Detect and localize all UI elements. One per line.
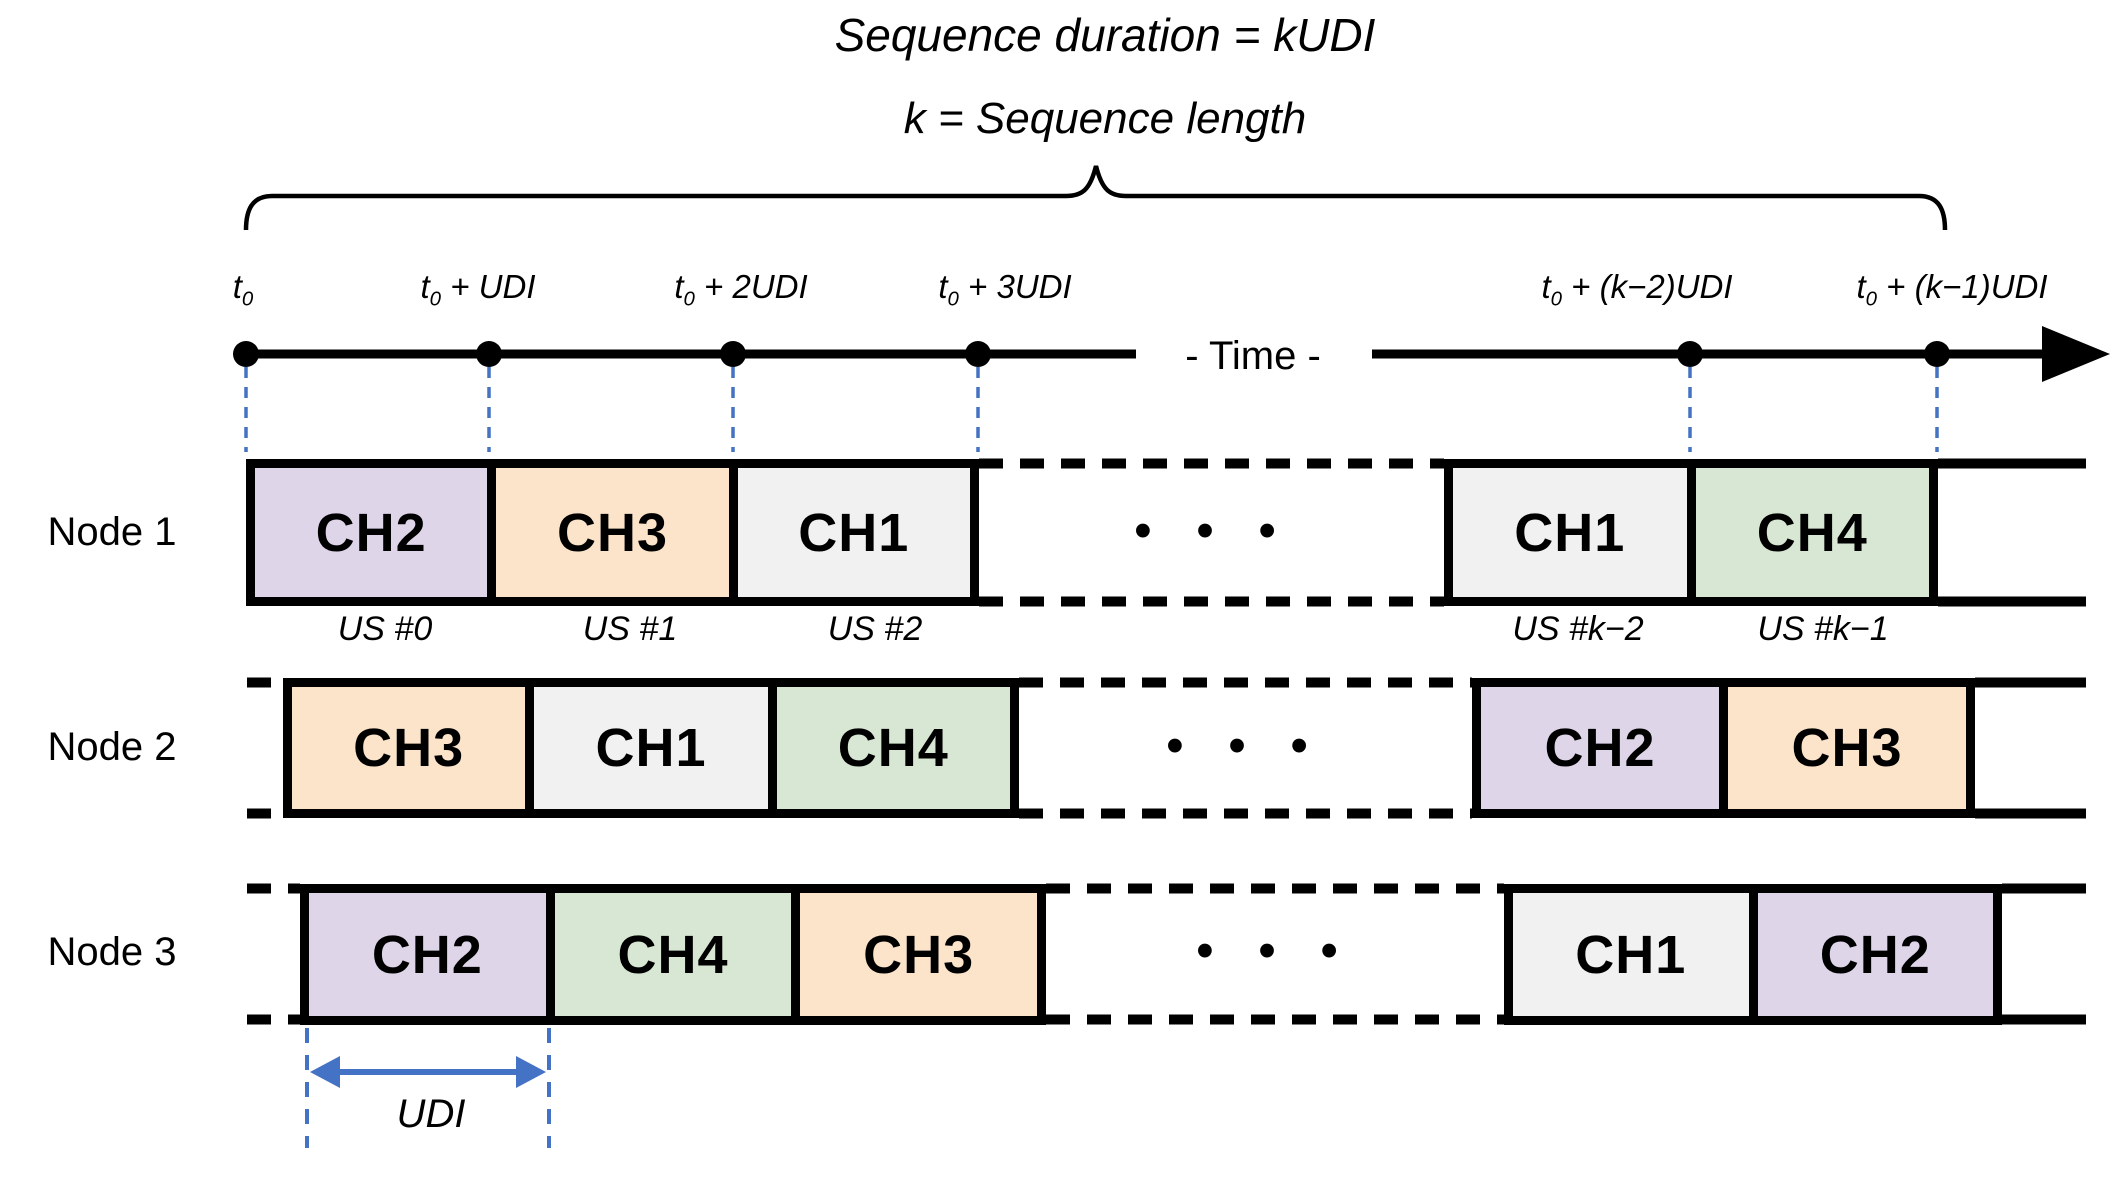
node3-slot-us0: CH2 [309,893,555,1016]
time-axis-label: - Time - [1185,334,1321,378]
node2-ellipsis: • • • [1166,719,1324,773]
tick-connectors [244,367,1939,452]
tick-label-t0-k2udi: t0 + (k−2)UDI [1541,268,1733,311]
node1-left-box: CH2 CH3 CH1 [246,459,979,606]
node2-right-box: CH2 CH3 [1472,678,1975,818]
node2-row-lines [247,677,2086,819]
node3-slot-usk2: CH1 [1513,893,1758,1016]
node1-ellipsis: • • • [1134,504,1292,558]
node3-slot-usk1: CH2 [1757,893,1993,1016]
node2-slot-us2: CH4 [776,687,1010,809]
udi-label: UDI [396,1092,466,1136]
node2-slot-usk1: CH3 [1728,687,1966,809]
usk2-label: US #k−2 [1512,610,1644,648]
node3-row-lines [247,883,2086,1025]
timeline-dot-t0 [233,341,259,367]
tick-label-t0-udi: t0 + UDI [420,268,536,311]
node3-slot-us1: CH4 [554,893,801,1016]
node1-slot-us1: CH3 [496,468,738,597]
node1-slot-usk2: CH1 [1453,468,1696,597]
tick-label-t0-3udi: t0 + 3UDI [938,268,1072,311]
node3-ellipsis: • • • [1196,924,1354,978]
timeline-axis [233,326,2110,382]
timeline-arrowhead-icon [2042,326,2110,382]
node1-row-lines [979,458,2086,607]
tick-label-t0-2udi: t0 + 2UDI [674,268,808,311]
timeline-dot-t1 [476,341,502,367]
node2-slot-usk2: CH2 [1481,687,1728,809]
tick-label-t0: t0 [232,268,254,311]
node1-slot-us0: CH2 [255,468,497,597]
node2-left-box: CH3 CH1 CH4 [283,678,1019,818]
title-sequence-length: k = Sequence length [903,94,1307,143]
node2-slot-us1: CH1 [534,687,777,809]
us1-label: US #1 [582,610,678,648]
timeline-dot-t3 [965,341,991,367]
timeline-dot-tk2 [1677,341,1703,367]
timeline-dot-tk1 [1924,341,1950,367]
tick-label-t0-k1udi: t0 + (k−1)UDI [1856,268,2048,311]
node3-label: Node 3 [47,930,177,974]
node2-slot-us0: CH3 [292,687,535,809]
node3-right-box: CH1 CH2 [1504,884,2002,1025]
us0-label: US #0 [337,610,433,648]
udi-measure [305,1028,551,1148]
usk1-label: US #k−1 [1757,610,1889,648]
timeline-dot-t2 [720,341,746,367]
node1-slot-usk1: CH4 [1695,468,1929,597]
node3-slot-us2: CH3 [800,893,1038,1016]
node1-slot-us2: CH1 [737,468,970,597]
node1-right-box: CH1 CH4 [1444,459,1938,606]
node1-label: Node 1 [47,510,177,554]
us2-label: US #2 [827,610,923,648]
title-sequence-duration: Sequence duration = kUDI [834,9,1376,61]
node2-label: Node 2 [47,725,177,769]
node3-left-box: CH2 CH4 CH3 [300,884,1046,1025]
sequence-brace-icon [243,165,1948,231]
udi-double-arrow-icon [310,1056,546,1088]
